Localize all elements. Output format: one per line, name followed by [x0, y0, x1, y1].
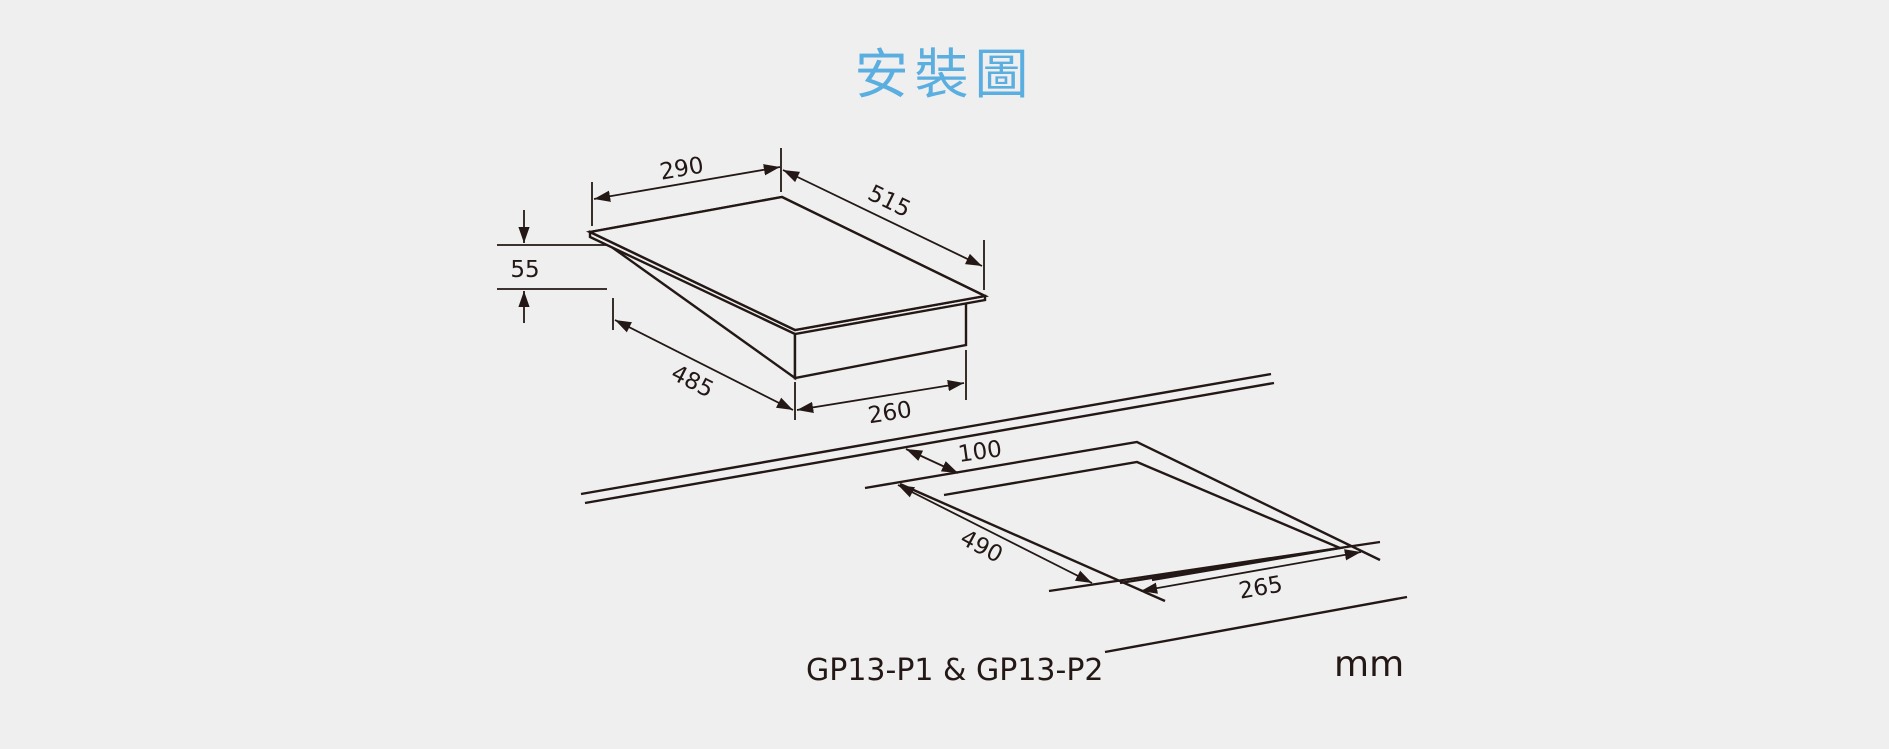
cutout-inner-left	[899, 482, 1166, 603]
dim-485-line	[614, 319, 794, 411]
dim-100-label: 100	[956, 436, 1003, 468]
dim-260-line	[796, 379, 965, 414]
dim-515-line	[782, 169, 983, 267]
model-label: GP13-P1 & GP13-P2	[806, 653, 1104, 688]
dim-260-label: 260	[866, 397, 913, 430]
countertop-back-edge-lower	[584, 381, 1275, 505]
cutout-inner-front	[1119, 546, 1341, 585]
dim-485-label: 485	[667, 360, 718, 403]
unit-label: mm	[1334, 644, 1404, 685]
dim-490-label: 490	[956, 525, 1007, 569]
cutout-outer-back	[864, 440, 1381, 562]
dim-100-line	[905, 448, 959, 474]
dim-490-line	[897, 484, 1093, 584]
cutout-inner	[943, 460, 1345, 582]
countertop-front-edge	[1104, 595, 1408, 654]
dim-515-label: 515	[864, 180, 915, 223]
dim-265-label: 265	[1237, 571, 1285, 604]
dim-55-label: 55	[510, 257, 539, 283]
dim-265-line	[1140, 549, 1362, 594]
hob-drawing: 290 515 55 485 260	[497, 148, 989, 430]
diagram-title: 安裝圖	[854, 43, 1035, 106]
countertop-back-edge-upper	[580, 372, 1272, 496]
dim-290-line	[593, 164, 781, 202]
countertop-drawing: 100 490 265	[580, 372, 1408, 654]
